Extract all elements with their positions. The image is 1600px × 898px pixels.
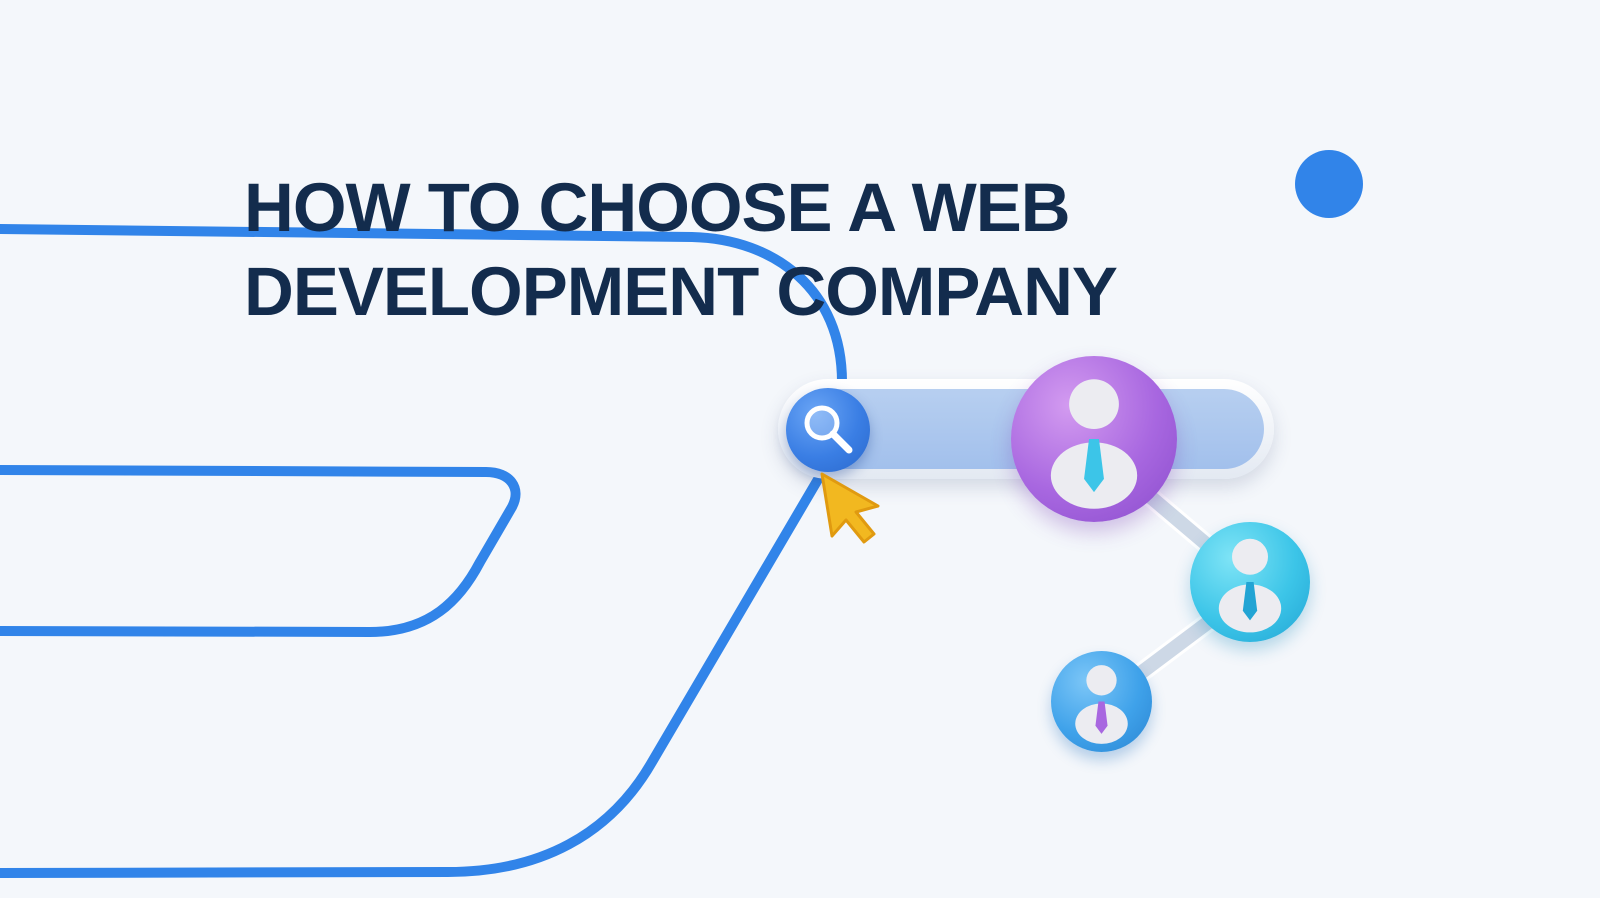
decorative-dot — [1295, 150, 1363, 218]
avatar-medium — [1190, 522, 1310, 642]
search-button[interactable] — [786, 388, 870, 472]
cursor-arrow-icon — [820, 472, 880, 544]
avatar-large — [1011, 356, 1177, 522]
user-avatar-icon — [1075, 665, 1128, 744]
user-avatar-icon — [1218, 538, 1282, 633]
middle-loop-line — [0, 465, 521, 638]
top-curve-line — [0, 224, 847, 387]
title-line-2: DEVELOPMENT COMPANY — [244, 253, 1118, 330]
page-title: HOW TO CHOOSE A WEB DEVELOPMENT COMPANY — [244, 166, 1118, 334]
bottom-curve-line — [0, 471, 825, 878]
user-avatar-icon — [1050, 379, 1138, 509]
avatar-small — [1051, 651, 1152, 752]
search-icon — [804, 405, 853, 454]
title-line-1: HOW TO CHOOSE A WEB — [244, 169, 1071, 246]
